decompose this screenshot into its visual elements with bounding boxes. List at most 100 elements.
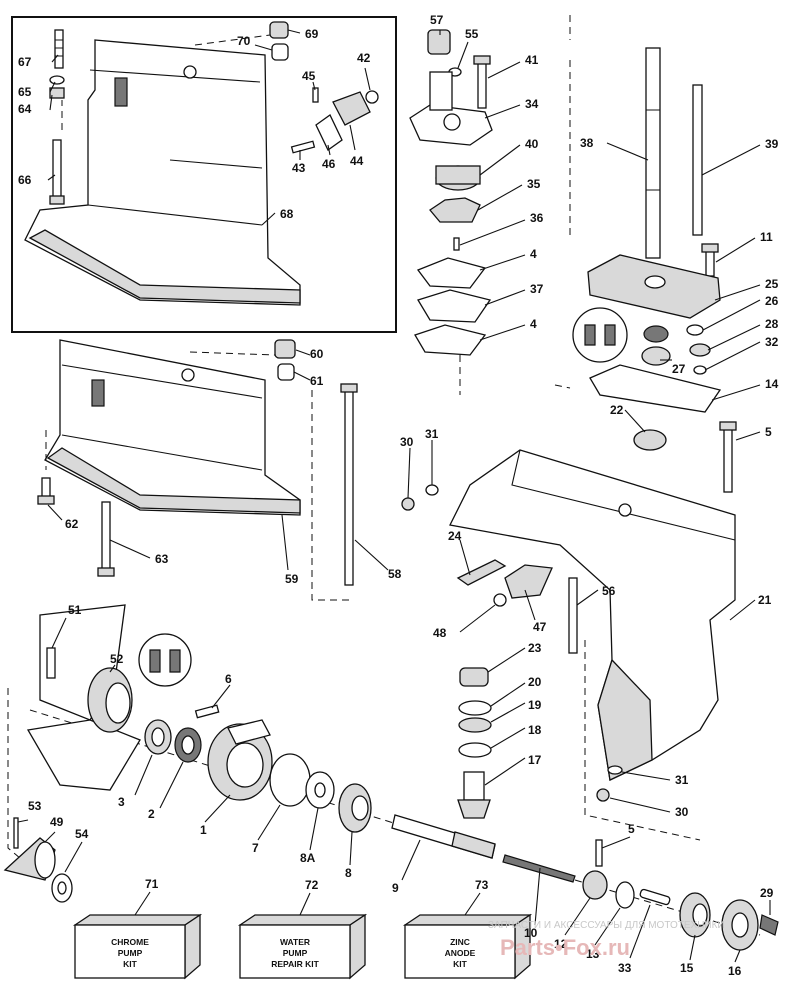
- label-4-top: 4: [530, 247, 537, 261]
- washer-20: [458, 700, 492, 716]
- label-31-bottom: 31: [675, 773, 689, 787]
- label-29: 29: [760, 886, 774, 900]
- label-47: 47: [533, 620, 547, 634]
- kit-water-line2: PUMP: [283, 948, 308, 958]
- bearing-23: [459, 667, 489, 687]
- label-11: 11: [760, 230, 773, 244]
- label-26: 26: [765, 294, 779, 308]
- watermark-text: ЗАПЧАСТИ И АКСЕССУАРЫ ДЛЯ МОТОТЕХНИКИ: [488, 920, 725, 931]
- label-35: 35: [527, 177, 541, 191]
- leader-lines: [17, 29, 771, 963]
- label-57: 57: [430, 13, 444, 27]
- exhaust-housing-59: [44, 339, 301, 516]
- grommet-57: [427, 29, 451, 55]
- washer-18: [458, 742, 492, 758]
- screw-41: [473, 55, 491, 109]
- label-42: 42: [357, 51, 371, 65]
- seal-detail-callout: [138, 633, 192, 687]
- label-44: 44: [350, 154, 364, 168]
- screen-24: [456, 559, 507, 586]
- label-49: 49: [50, 815, 64, 829]
- label-64: 64: [18, 102, 32, 116]
- washer-31-top: [425, 484, 439, 496]
- label-65: 65: [18, 85, 32, 99]
- pinion-17: [457, 771, 491, 819]
- label-36: 36: [530, 211, 544, 225]
- label-33: 33: [618, 961, 632, 975]
- screw-5-top: [719, 421, 737, 493]
- label-31-top: 31: [425, 427, 439, 441]
- nut-cone-49: [3, 837, 56, 881]
- label-62: 62: [65, 517, 79, 531]
- label-25: 25: [765, 277, 779, 291]
- bearing-16: [721, 899, 759, 951]
- label-20: 20: [528, 675, 542, 689]
- pin-51: [46, 647, 56, 679]
- kit-zinc-line3: KIT: [453, 959, 468, 969]
- label-41: 41: [525, 53, 539, 67]
- pin-53: [13, 817, 19, 849]
- label-51: 51: [68, 603, 82, 617]
- o-ring-26: [686, 324, 704, 336]
- bolt-67: [54, 29, 64, 69]
- gear-8: [338, 783, 372, 833]
- screw-11: [701, 243, 719, 277]
- kit-water-line1: WATER: [280, 937, 310, 947]
- cover-47: [504, 564, 553, 599]
- label-66: 66: [18, 173, 32, 187]
- label-17: 17: [528, 753, 542, 767]
- label-61: 61: [310, 374, 324, 388]
- seal-28: [689, 343, 711, 357]
- grommet-61: [277, 363, 295, 381]
- driveshaft-38: [645, 47, 661, 259]
- gasket-4-lower: [414, 324, 487, 356]
- label-32: 32: [765, 335, 779, 349]
- label-60: 60: [310, 347, 324, 361]
- label-46: 46: [322, 157, 336, 171]
- bolt-63: [97, 501, 115, 577]
- label-70: 70: [237, 34, 251, 48]
- pin-45: [312, 87, 319, 103]
- propeller-52: [26, 604, 141, 791]
- retaining-ring-32: [693, 365, 707, 375]
- label-43: 43: [292, 161, 306, 175]
- kit-chrome-line2: PUMP: [118, 948, 143, 958]
- label-5-bottom: 5: [628, 822, 635, 836]
- label-22: 22: [610, 403, 624, 417]
- kit-chrome-line3: KIT: [123, 959, 138, 969]
- ring-13: [615, 881, 635, 909]
- label-37: 37: [530, 282, 544, 296]
- kit-zinc-line2: ANODE: [445, 948, 476, 958]
- label-5-top: 5: [765, 425, 772, 439]
- label-39: 39: [765, 137, 779, 151]
- stud-58: [340, 383, 358, 586]
- washer-8a: [305, 771, 335, 809]
- label-72: 72: [305, 878, 319, 892]
- propshaft-9: [391, 814, 496, 859]
- shift-rod-39: [692, 84, 703, 236]
- stud-56: [568, 577, 578, 654]
- o-ring-7: [269, 753, 311, 807]
- label-73: 73: [475, 878, 489, 892]
- bolt-66: [49, 139, 65, 205]
- label-15: 15: [680, 961, 694, 975]
- label-58: 58: [388, 567, 402, 581]
- label-48: 48: [433, 626, 447, 640]
- gasket-4-top: [416, 257, 487, 289]
- grommet-70: [271, 43, 289, 61]
- screw-43: [290, 140, 316, 154]
- label-38: 38: [580, 136, 594, 150]
- callout-labels: 67 65 64 66 68 69 70 45 42 43 46 44 57 5…: [18, 13, 779, 978]
- label-52: 52: [110, 652, 124, 666]
- label-8: 8: [345, 866, 352, 880]
- label-45: 45: [302, 69, 316, 83]
- screw-42: [365, 90, 379, 104]
- gear-15: [679, 892, 711, 938]
- label-53: 53: [28, 799, 42, 813]
- kit-zinc-line1: ZINC: [450, 937, 470, 947]
- label-9: 9: [392, 881, 399, 895]
- bearing-plate-25: [587, 254, 721, 319]
- kit-box-zinc-anode: ZINC ANODE KIT: [402, 913, 533, 980]
- pin-29: [759, 914, 779, 936]
